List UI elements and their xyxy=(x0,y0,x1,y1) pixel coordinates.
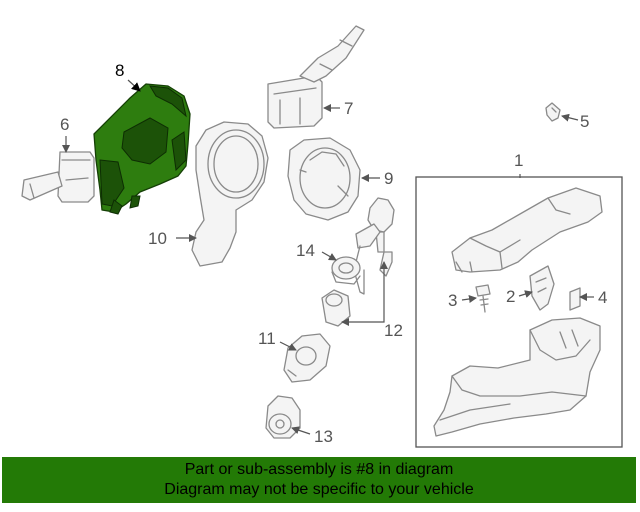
part-10-clock-spring xyxy=(191,121,269,267)
callout-1: 1 xyxy=(514,151,523,170)
part-6-turn-signal-switch xyxy=(21,151,95,203)
part-12-keys xyxy=(353,197,395,295)
part-12-ignition-switch xyxy=(321,289,351,327)
part-3-screw xyxy=(475,284,491,313)
part-14-lock-cylinder xyxy=(331,256,361,285)
leader-lines xyxy=(62,79,594,435)
callout-2: 2 xyxy=(506,287,515,306)
callout-12: 12 xyxy=(384,321,403,340)
notice-banner: Part or sub-assembly is #8 in diagram Di… xyxy=(2,457,636,503)
part-1-upper-cover xyxy=(451,187,603,273)
callout-10: 10 xyxy=(148,229,167,248)
part-5-connector xyxy=(545,102,561,122)
callout-9: 9 xyxy=(384,169,393,188)
callout-3: 3 xyxy=(448,291,457,310)
part-8-switch-housing xyxy=(93,83,191,215)
banner-line-part-number: Part or sub-assembly is #8 in diagram xyxy=(184,461,454,478)
part-1-lower-cover xyxy=(433,317,601,437)
part-9-lock-housing xyxy=(287,137,361,221)
part-2-clip xyxy=(529,265,555,311)
part-1-group-frame xyxy=(415,176,623,448)
callout-13: 13 xyxy=(314,427,333,446)
callout-5: 5 xyxy=(580,112,589,131)
callout-8-highlighted: 8 xyxy=(115,61,124,80)
part-4-clip xyxy=(569,287,581,311)
part-13-ignition-switch xyxy=(265,395,301,439)
callout-11: 11 xyxy=(258,329,276,348)
callout-7: 7 xyxy=(344,99,353,118)
part-7-wiper-switch xyxy=(267,25,365,129)
banner-line-disclaimer: Diagram may not be specific to your vehi… xyxy=(164,481,474,498)
callout-4: 4 xyxy=(598,288,607,307)
callout-6: 6 xyxy=(60,115,69,134)
callout-14: 14 xyxy=(296,241,315,260)
part-11-transponder xyxy=(283,333,331,383)
